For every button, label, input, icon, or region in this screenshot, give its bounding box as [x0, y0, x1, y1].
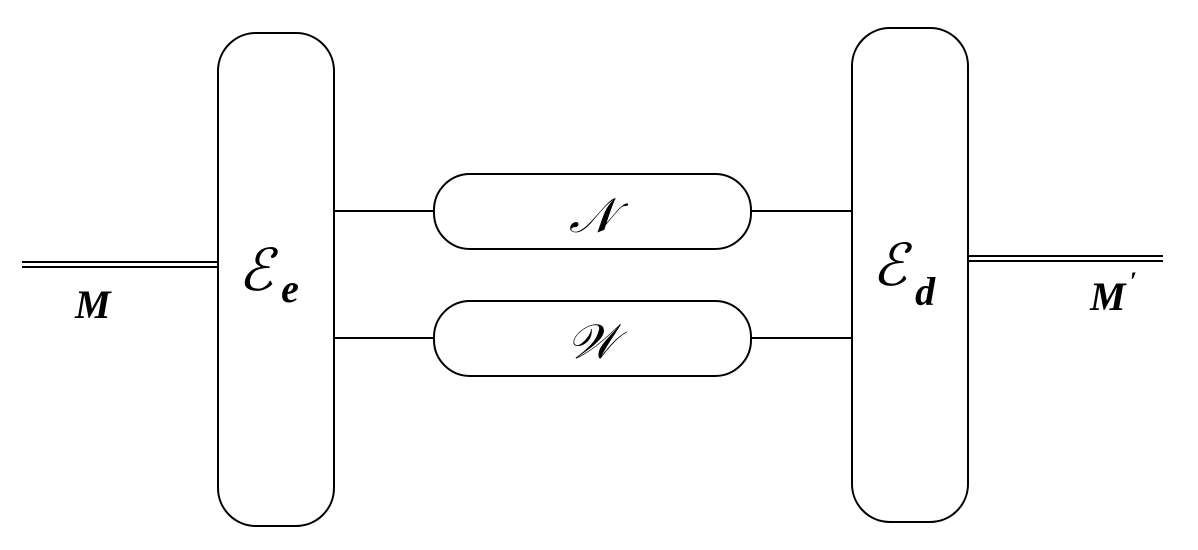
encoder-symbol: ℰ	[238, 236, 279, 304]
encoder-block	[217, 32, 335, 527]
input-label: M	[74, 282, 112, 327]
channel-n-block	[433, 173, 752, 250]
decoder-subscript: d	[915, 269, 936, 314]
input-line	[22, 261, 218, 268]
output-label-prime: ′	[1130, 267, 1137, 296]
decoder-block	[851, 27, 969, 523]
connectors	[334, 210, 852, 339]
encoder-label: ℰ e	[238, 236, 299, 311]
output-label: M ′	[1089, 267, 1137, 319]
decoder-symbol: ℰ	[872, 231, 913, 299]
channel-w-block	[433, 300, 752, 377]
encoder-subscript: e	[281, 266, 299, 311]
decoder-label: ℰ d	[872, 231, 936, 314]
output-line	[968, 255, 1163, 262]
output-label-letter: M	[1089, 274, 1127, 319]
